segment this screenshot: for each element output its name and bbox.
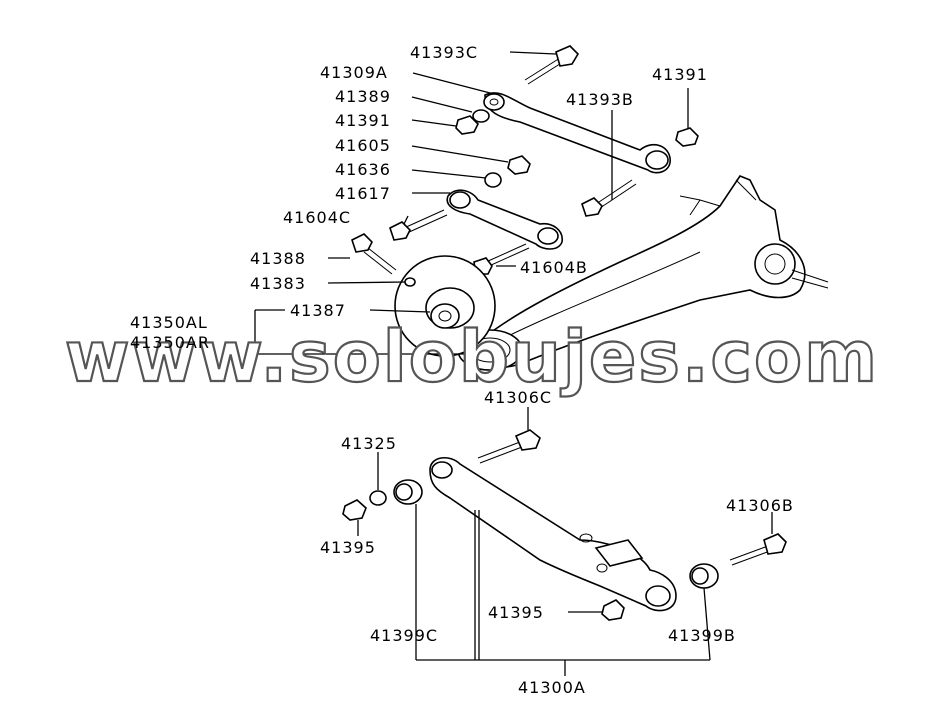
nut-41391-right: [675, 127, 699, 147]
bushing-detail-circle: [394, 255, 496, 357]
bolt-41604c: [389, 209, 448, 241]
part-labels: 41393C 41309A 41389 41391 41605 41636 41…: [130, 43, 794, 697]
label-41306b: 41306B: [726, 496, 794, 515]
label-41325: 41325: [341, 434, 397, 453]
label-41387: 41387: [290, 301, 346, 320]
label-41395-left: 41395: [320, 538, 376, 557]
label-41350ar: 41350AR: [130, 333, 210, 352]
bushing-41399c: [393, 479, 423, 505]
label-41399c: 41399C: [370, 626, 438, 645]
label-41306c: 41306C: [484, 388, 552, 407]
label-41395-right: 41395: [488, 603, 544, 622]
watermark-text: www.solobujes.com: [65, 316, 879, 398]
washer-41389: [472, 109, 490, 123]
washer-41325: [369, 490, 387, 506]
nut-41605: [507, 155, 531, 175]
bolt-41306c: [477, 429, 541, 464]
upper-leader-lines: [254, 51, 689, 355]
label-41617: 41617: [335, 184, 391, 203]
label-41391-left: 41391: [335, 111, 391, 130]
bolt-41393c: [524, 45, 580, 85]
label-41388: 41388: [250, 249, 306, 268]
label-41605: 41605: [335, 136, 391, 155]
nut-41395-left: [342, 499, 367, 521]
label-41636: 41636: [335, 160, 391, 179]
label-41393c: 41393C: [410, 43, 478, 62]
label-41399b: 41399B: [668, 626, 736, 645]
label-41391-right: 41391: [652, 65, 708, 84]
bolt-41393b: [581, 179, 637, 217]
lower-arm-41300a: [429, 457, 677, 612]
label-41604c: 41604C: [283, 208, 351, 227]
washer-41636: [484, 172, 502, 188]
label-41309a: 41309A: [320, 63, 388, 82]
nut-41391-left: [455, 115, 479, 135]
label-41383: 41383: [250, 274, 306, 293]
label-41393b: 41393B: [566, 90, 634, 109]
upper-arm-41309a: [483, 92, 671, 174]
label-41350al: 41350AL: [130, 313, 208, 332]
nut-41395-right: [601, 599, 625, 621]
bushing-41399b: [689, 563, 719, 589]
lower-leader-lines: [357, 407, 773, 676]
label-41389: 41389: [335, 87, 391, 106]
label-41300a: 41300A: [518, 678, 586, 697]
bolt-41306b: [729, 533, 787, 566]
link-41617: [446, 189, 563, 250]
label-41604b: 41604B: [520, 258, 588, 277]
bolt-41388: [351, 233, 397, 275]
